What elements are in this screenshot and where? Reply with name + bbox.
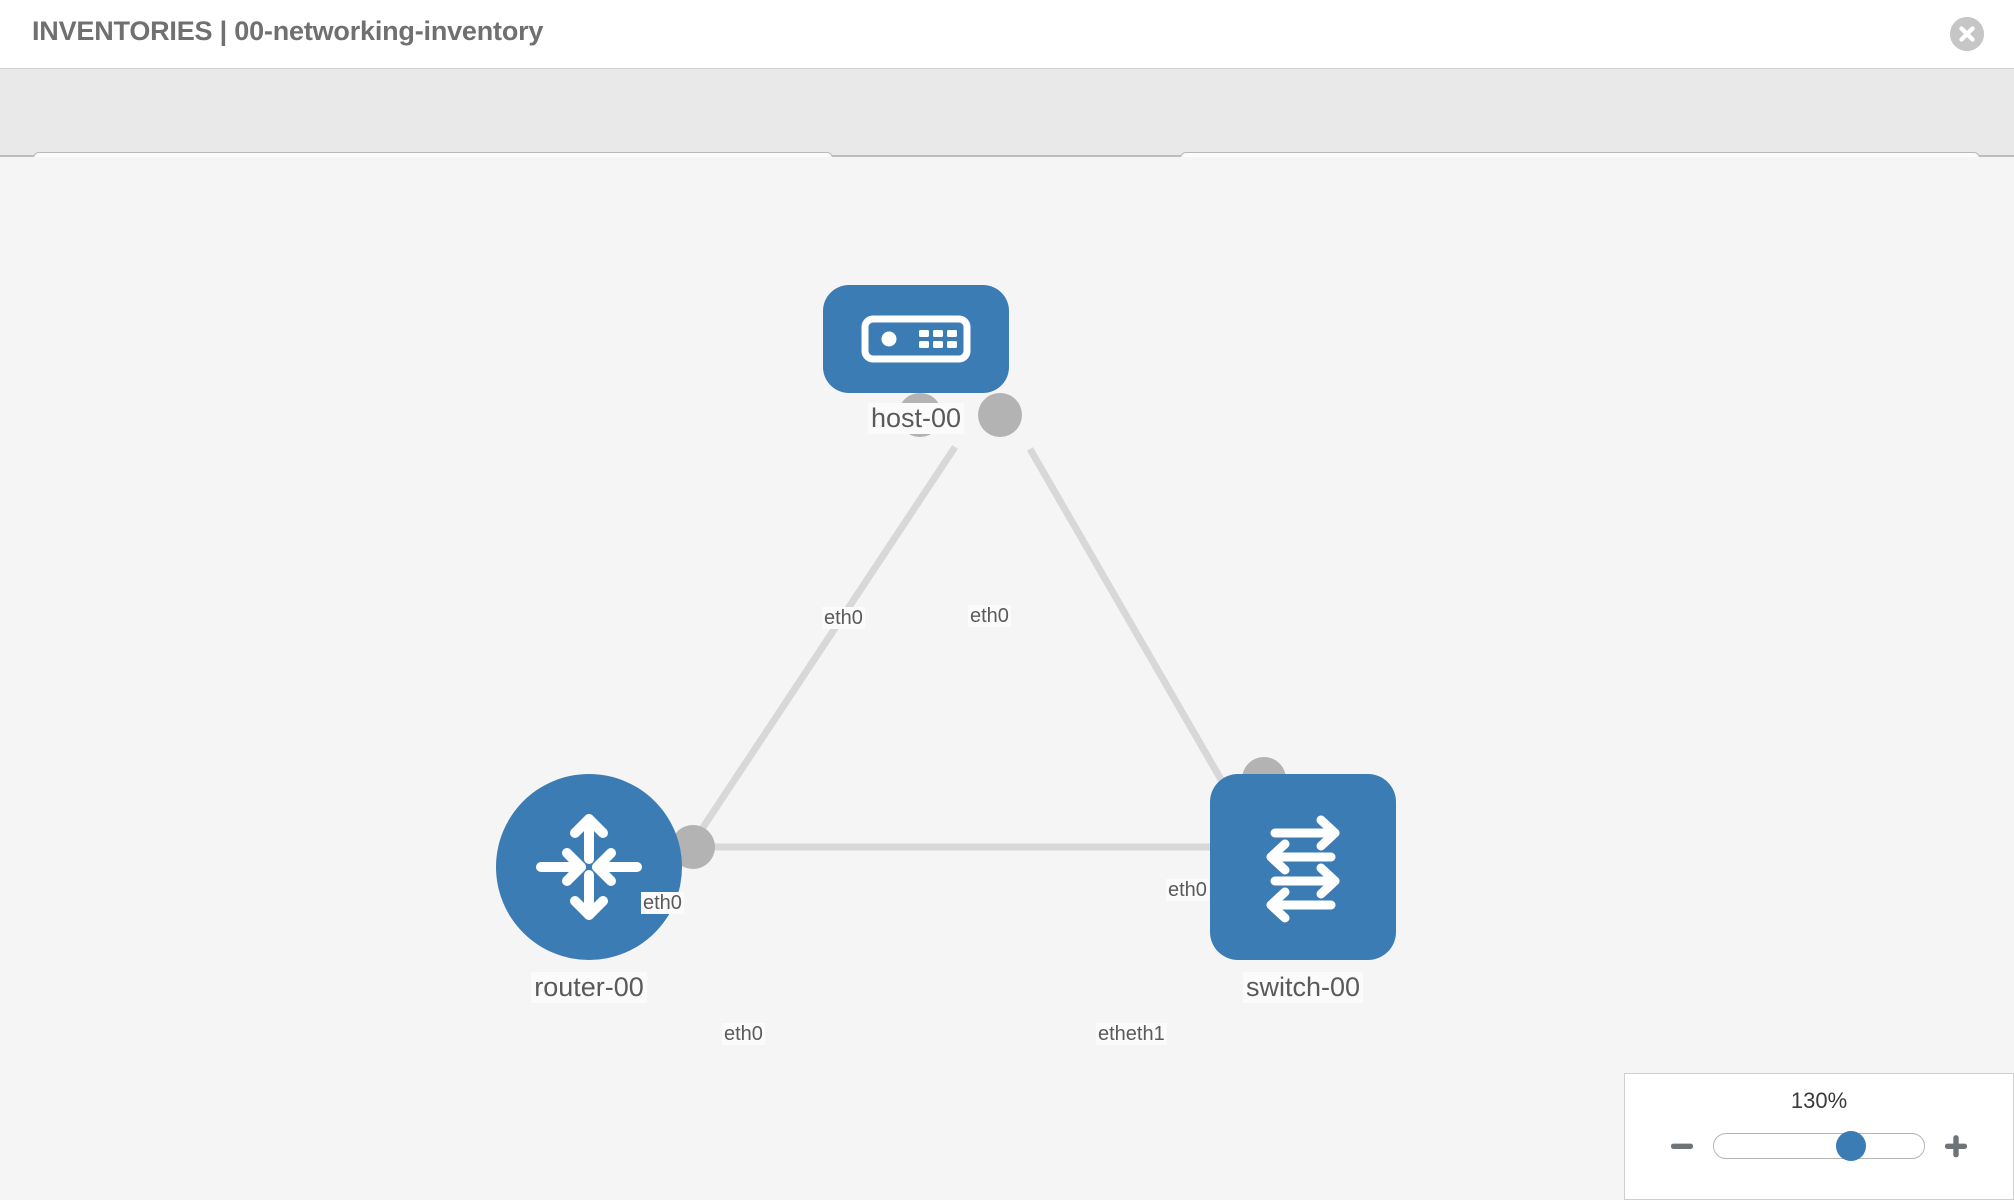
edge-label-host-right: eth0 <box>968 605 1011 627</box>
edge-label-host-left: eth0 <box>822 607 865 629</box>
link-host-router <box>687 445 958 849</box>
page-title: INVENTORIES | 00-networking-inventory <box>32 16 544 46</box>
zoom-slider[interactable] <box>1713 1131 1925 1161</box>
zoom-out-button[interactable] <box>1667 1131 1697 1161</box>
topology-canvas[interactable]: host-00 <box>0 157 2014 1200</box>
edge-label-router-up: eth0 <box>641 892 684 914</box>
zoom-level-value: 130% <box>1790 1088 1848 1113</box>
node-router-00-shape[interactable] <box>496 774 682 960</box>
zoom-in-button[interactable] <box>1941 1131 1971 1161</box>
zoom-slider-thumb[interactable] <box>1835 1131 1866 1161</box>
four-arrows-icon <box>536 814 642 920</box>
edge-label-router-right: eth0 <box>722 1023 765 1045</box>
close-icon[interactable] <box>1950 17 1984 51</box>
page-header: INVENTORIES | 00-networking-inventory <box>0 0 2014 68</box>
toolbar: ACTIONS SEARCH <box>0 68 2014 208</box>
node-host-00-label: host-00 <box>867 403 965 434</box>
node-router-00[interactable]: router-00 <box>496 774 682 1003</box>
port-host-right <box>978 393 1022 437</box>
switch-arrows-icon <box>1266 815 1340 923</box>
node-router-00-label: router-00 <box>531 972 647 1003</box>
zoom-control-panel: 130% <box>1624 1073 2014 1200</box>
server-icon <box>861 315 971 363</box>
edge-label-switch-up: eth0 <box>1166 879 1209 901</box>
node-host-00[interactable]: host-00 <box>823 285 1009 434</box>
node-host-00-shape[interactable] <box>823 285 1009 393</box>
node-switch-00-label: switch-00 <box>1242 972 1364 1003</box>
node-switch-00-shape[interactable] <box>1210 774 1396 960</box>
link-lines <box>687 445 1264 851</box>
port-connectors <box>671 393 1286 869</box>
node-switch-00[interactable]: switch-00 <box>1210 774 1396 1003</box>
port-router-right <box>671 825 715 869</box>
edge-label-switch-left: etheth1 <box>1096 1023 1167 1045</box>
